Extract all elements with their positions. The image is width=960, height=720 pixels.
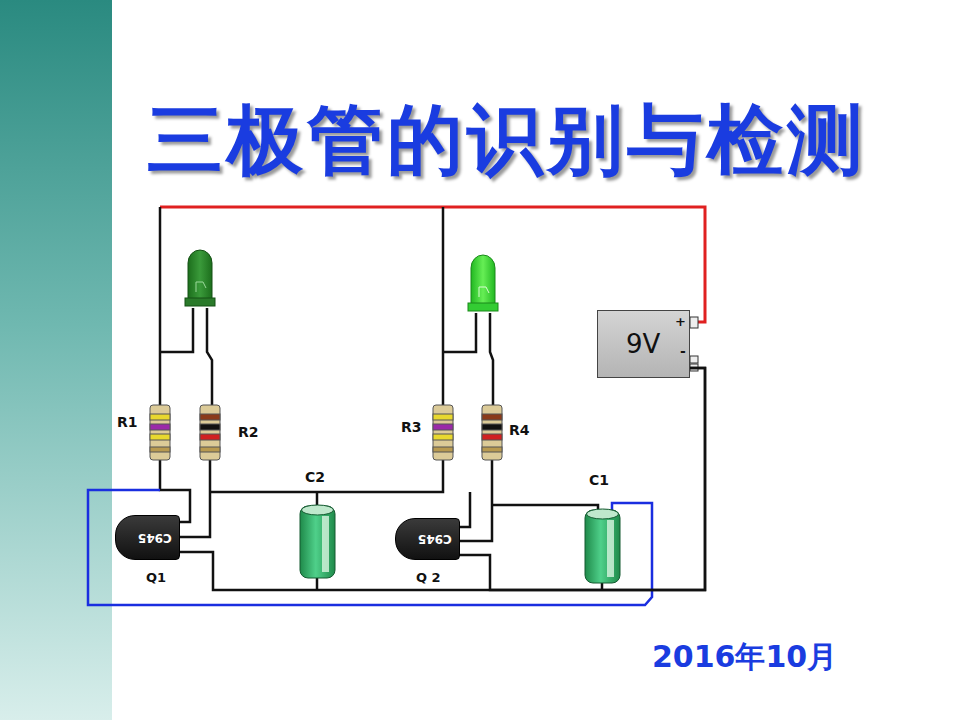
part-number: C945: [138, 531, 172, 545]
part-label: C1: [589, 473, 609, 488]
resistor-symbol: [200, 405, 220, 460]
part-label: R3: [401, 420, 422, 435]
capacitor-symbol: [300, 505, 335, 578]
date-label: 2016年10月: [652, 640, 837, 673]
part-label: R4: [509, 423, 530, 438]
battery-terminal: [690, 317, 698, 371]
wires: [160, 207, 602, 590]
terminal-sign: +: [675, 315, 686, 329]
resistor-symbol: [433, 405, 453, 460]
part-label: Q1: [146, 571, 166, 585]
supply-wire: [160, 207, 705, 322]
ground-wire: [460, 368, 705, 590]
part-label: R1: [117, 415, 138, 430]
slide-title: 三极管的识别与检测: [112, 98, 902, 182]
capacitor-symbol: [585, 509, 620, 583]
transistor-body: C945: [395, 518, 460, 560]
terminal-sign: -: [680, 344, 686, 359]
led-symbol: [468, 255, 498, 311]
part-label: R2: [238, 425, 259, 440]
side-bar: [0, 0, 112, 720]
part-label: C2: [305, 470, 325, 485]
resistor-symbol: [150, 405, 170, 460]
part-label: Q 2: [416, 571, 441, 585]
feedback-wire: [88, 490, 652, 605]
led-symbol: [185, 250, 215, 306]
resistor-symbol: [482, 405, 502, 460]
ground-wire: [180, 368, 705, 590]
part-number: C945: [418, 532, 452, 546]
voltage-text: 9V: [626, 329, 660, 359]
transistor-body: C945: [115, 515, 180, 560]
